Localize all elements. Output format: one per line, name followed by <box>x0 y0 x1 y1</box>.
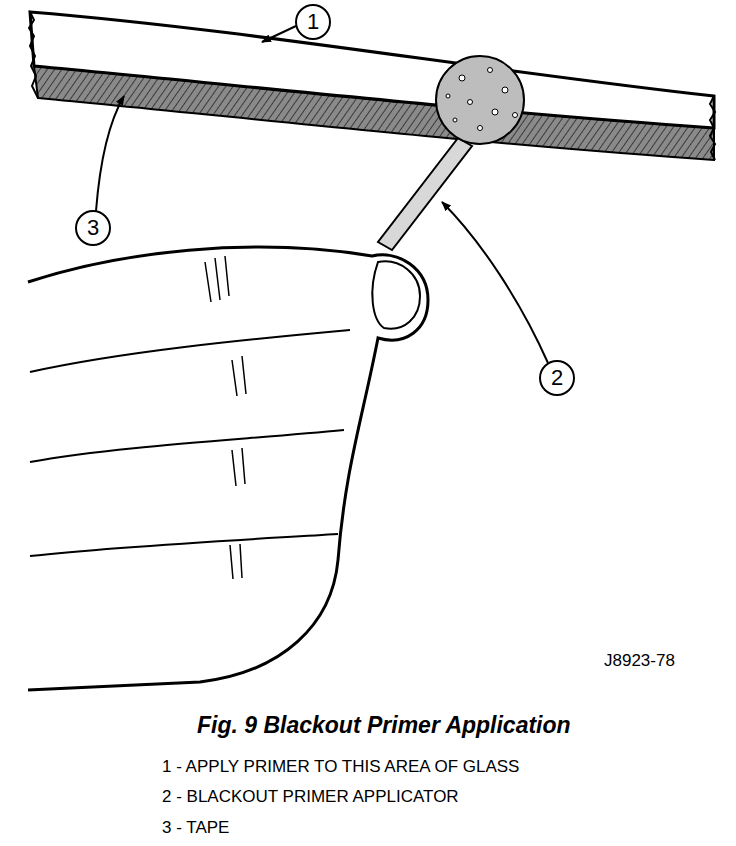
callout-number: 3 <box>76 211 110 245</box>
figure-caption: Fig. 9 Blackout Primer Application <box>197 712 571 739</box>
callout-number: 2 <box>540 361 574 395</box>
legend-line: 1 - APPLY PRIMER TO THIS AREA OF GLASS <box>162 757 519 777</box>
figure-code: J8923-78 <box>604 651 675 671</box>
legend-line: 2 - BLACKOUT PRIMER APPLICATOR <box>162 787 459 807</box>
legend-line: 3 - TAPE <box>162 818 229 838</box>
callout-number: 1 <box>296 5 330 39</box>
